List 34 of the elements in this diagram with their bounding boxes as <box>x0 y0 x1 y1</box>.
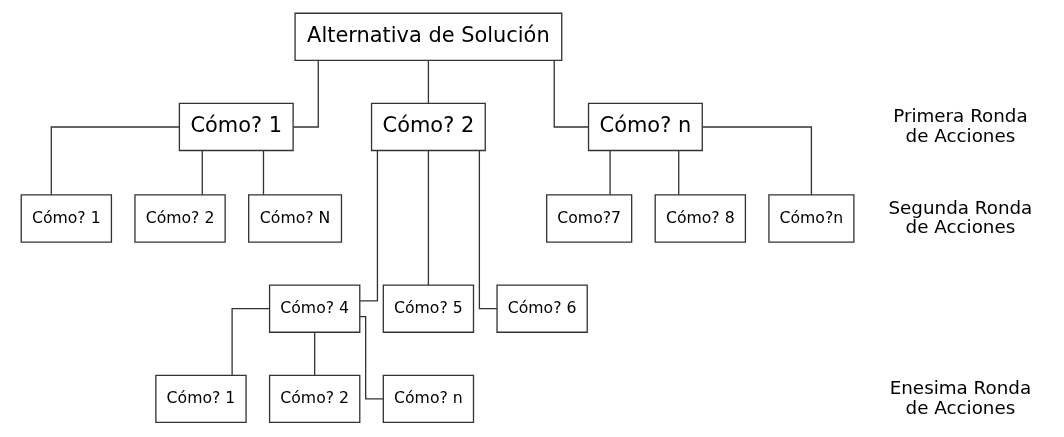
node-box: Cómo? 2 <box>134 194 226 243</box>
connector <box>359 150 379 302</box>
node-box: Cómo? 8 <box>654 194 747 243</box>
connector <box>478 150 498 310</box>
node-box: Cómo? 6 <box>496 284 588 333</box>
connector <box>553 59 589 128</box>
connector <box>359 315 384 400</box>
node-box: Cómo? n <box>587 102 703 152</box>
connector <box>231 308 271 376</box>
node-box: Cómo? 5 <box>382 284 475 333</box>
connector <box>292 59 319 128</box>
connector <box>201 149 203 196</box>
connector <box>262 149 265 196</box>
label: Primera Ronda de Acciones <box>893 105 1028 146</box>
label: Enesima Ronda de Acciones <box>889 376 1032 418</box>
connector <box>609 149 611 196</box>
node-box: Cómo?n <box>768 194 855 243</box>
node-box: Como?7 <box>546 194 633 243</box>
connector <box>427 59 430 104</box>
node-box: Cómo? 2 <box>268 374 361 424</box>
connector <box>701 126 813 196</box>
node-box: Cómo? n <box>382 374 475 424</box>
node-box: Cómo? 1 <box>20 194 113 243</box>
node-box: Cómo? 4 <box>268 284 361 333</box>
connector <box>314 331 316 376</box>
connector <box>678 149 680 196</box>
node-box: Cómo? 1 <box>155 374 247 424</box>
connector <box>427 150 430 286</box>
node-box: Cómo? 1 <box>178 102 294 152</box>
label: Segunda Ronda de Acciones <box>888 196 1033 238</box>
connector <box>50 126 180 196</box>
node-box: Cómo? N <box>248 194 343 243</box>
node-box: Alternativa de Solución <box>294 12 563 61</box>
node-box: Cómo? 2 <box>370 102 486 152</box>
